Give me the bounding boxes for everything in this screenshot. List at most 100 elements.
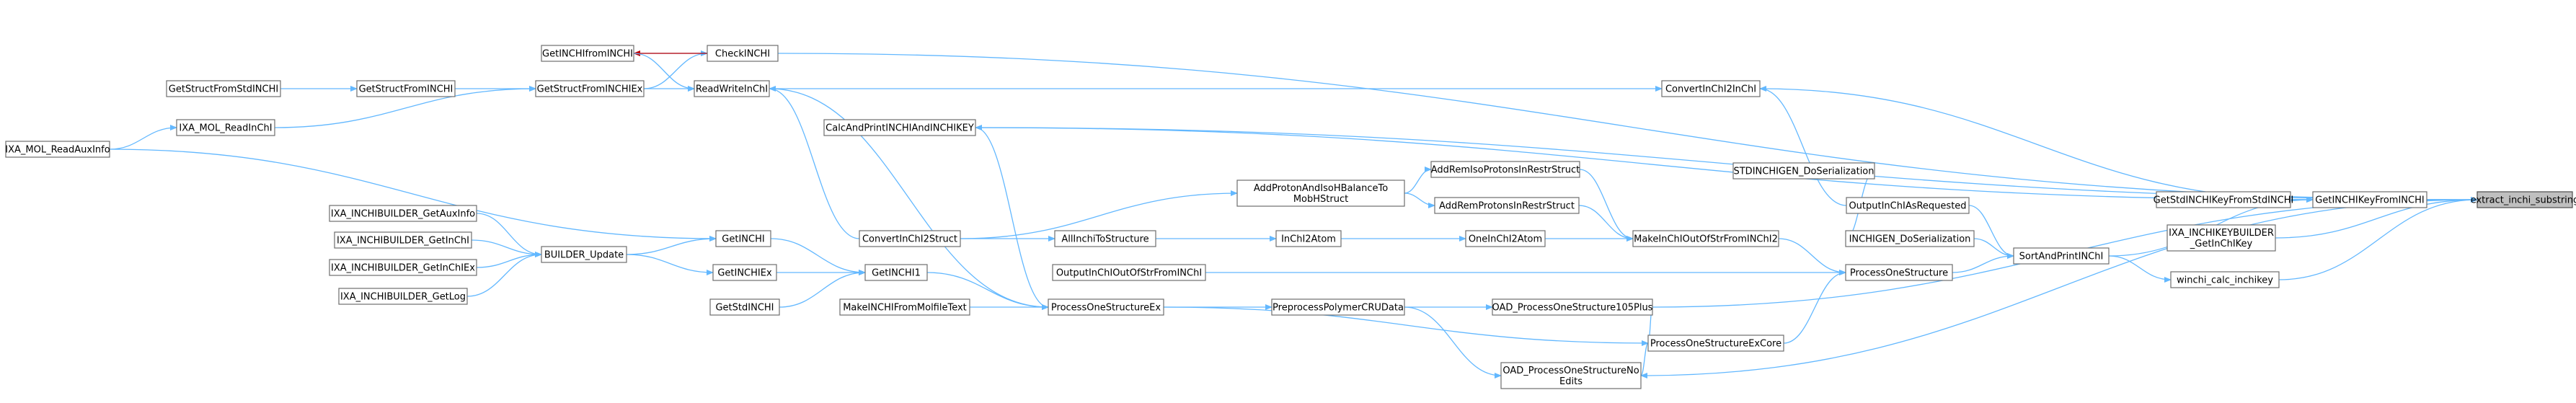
- node-box: [694, 80, 770, 97]
- node-process-one-structure-ex[interactable]: ProcessOneStructureEx: [1048, 298, 1164, 316]
- node-process-one-structure[interactable]: ProcessOneStructure: [1845, 264, 1953, 281]
- node-label: MakeINCHIFromMolfileText: [843, 303, 967, 314]
- node-ixa-inchibuilder-get-aux-info[interactable]: IXA_INCHIBUILDER_GetAuxInfo: [329, 205, 477, 222]
- node-label: AllInchiToStructure: [1061, 234, 1148, 245]
- node-all-inchi-to-structure[interactable]: AllInchiToStructure: [1054, 230, 1156, 247]
- node-oad-process-one-structure105-plus[interactable]: OAD_ProcessOneStructure105Plus: [1492, 298, 1653, 316]
- node-one-in-ch-i2-atom[interactable]: OneInChI2Atom: [1465, 230, 1546, 247]
- node-box: [2170, 271, 2280, 288]
- node-label: AddRemIsoProtonsInRestrStruct: [1431, 165, 1580, 176]
- node-in-ch-i2-atom[interactable]: InChI2Atom: [1275, 230, 1342, 247]
- node-convert-in-ch-i2-struct[interactable]: ConvertInChI2Struct: [859, 230, 961, 247]
- node-box: [1271, 298, 1405, 316]
- edge-convert-in-ch-i2-in-ch-i-to-get-inchikey-from-inchi: [1759, 88, 2314, 203]
- node-box: [1845, 230, 1975, 247]
- edge-get-inchifrom-inchi-to-read-write-in-ch-i: [633, 53, 695, 92]
- edge-convert-in-ch-i2-struct-to-read-write-in-ch-i: [769, 86, 860, 239]
- edge-add-rem-protons-in-restr-struct-to-make-in-ch-iout-of-str-from-inch-i2: [1578, 205, 1634, 242]
- node-label: GetStdINCHIKeyFromStdINCHI: [2154, 195, 2294, 206]
- node-check-inchi[interactable]: CheckINCHI: [707, 45, 779, 62]
- node-box: [1430, 161, 1580, 178]
- node-box: [1434, 197, 1580, 214]
- node-label: GetINCHIfromINCHI: [542, 49, 633, 60]
- edge-add-proton-and-iso-hbalance-to-mob-hstruct-to-add-rem-iso-protons-in-restr-struct: [1404, 167, 1432, 194]
- node-label: CheckINCHI: [715, 49, 770, 60]
- node-get-inchi1[interactable]: GetINCHI1: [864, 264, 928, 281]
- node-label: winchi_calc_inchikey: [2177, 275, 2273, 286]
- node-process-one-structure-ex-core[interactable]: ProcessOneStructureExCore: [1647, 335, 1784, 352]
- node-builder-update[interactable]: BUILDER_Update: [541, 246, 627, 263]
- node-inchigen-do-serialization[interactable]: INCHIGEN_DoSerialization: [1845, 230, 1975, 247]
- node-box: [334, 231, 472, 249]
- node-box: [1492, 298, 1653, 316]
- node-label: IXA_INCHIBUILDER_GetAuxInfo: [331, 209, 475, 220]
- node-label: ProcessOneStructure: [1850, 268, 1948, 279]
- node-make-inchifrom-molfile-text[interactable]: MakeINCHIFromMolfileText: [839, 298, 970, 316]
- node-box: [1846, 197, 1970, 214]
- node-box: [1632, 230, 1779, 247]
- node-get-struct-from-inchiex[interactable]: GetStructFromINCHIEx: [535, 80, 645, 97]
- node-layer: extract_inchi_substringCheckINCHIGetINCH…: [5, 45, 2576, 389]
- edge-get-struct-from-inchiex-to-check-inchi: [643, 50, 708, 89]
- edge-get-inchi-to-get-inchi1: [770, 238, 866, 275]
- node-get-std-inchikey-from-std-inchi[interactable]: GetStdINCHIKeyFromStdINCHI: [2154, 191, 2294, 208]
- edge-read-write-in-ch-i-to-process-one-structure-ex: [769, 88, 1049, 310]
- edge-process-one-structure-to-sort-and-print-inch-i: [1952, 253, 2014, 273]
- node-sort-and-print-inch-i[interactable]: SortAndPrintINChI: [2013, 247, 2110, 265]
- node-make-in-ch-iout-of-str-from-inch-i2[interactable]: MakeInChIOutOfStrFromINChI2: [1632, 230, 1779, 247]
- edge-ixa-inchibuilder-get-in-ch-i-to-builder-update: [471, 239, 542, 257]
- node-ixa-inchibuilder-get-log[interactable]: IXA_INCHIBUILDER_GetLog: [338, 288, 468, 305]
- node-get-inchiex[interactable]: GetINCHIEx: [712, 264, 777, 281]
- node-label: ProcessOneStructureExCore: [1650, 339, 1781, 350]
- node-box: [2166, 224, 2276, 252]
- node-preprocess-polymer-crudata[interactable]: PreprocessPolymerCRUData: [1271, 298, 1405, 316]
- node-label: INCHIGEN_DoSerialization: [1849, 234, 1971, 245]
- node-box: [1054, 230, 1156, 247]
- node-get-std-inchi[interactable]: GetStdINCHI: [709, 298, 780, 316]
- node-winchi-calc-inchikey[interactable]: winchi_calc_inchikey: [2170, 271, 2280, 288]
- node-get-inchikey-from-inchi[interactable]: GetINCHIKeyFromINCHI: [2312, 191, 2427, 208]
- edge-process-one-structure-ex-core-to-oad-process-one-structure-no-edits: [1640, 342, 1649, 378]
- node-label: IXA_INCHIBUILDER_GetInChIEx: [331, 263, 475, 274]
- node-box: [712, 264, 777, 281]
- node-label: IXA_INCHIBUILDER_GetLog: [340, 292, 466, 303]
- node-read-write-in-ch-i[interactable]: ReadWriteInChI: [694, 80, 770, 97]
- node-add-rem-iso-protons-in-restr-struct[interactable]: AddRemIsoProtonsInRestrStruct: [1430, 161, 1580, 178]
- edge-add-rem-iso-protons-in-restr-struct-to-make-in-ch-iout-of-str-from-inch-i2: [1579, 169, 1634, 242]
- node-get-struct-from-inchi[interactable]: GetStructFromINCHI: [356, 80, 456, 97]
- edge-builder-update-to-get-inchiex: [626, 254, 714, 275]
- node-box: [166, 80, 281, 97]
- node-output-in-ch-iout-of-str-from-inch-i[interactable]: OutputInChIOutOfStrFromINChI: [1052, 264, 1206, 281]
- node-label: STDINCHIGEN_DoSerialization: [1733, 167, 1874, 177]
- node-ixa-inchibuilder-get-in-ch-i[interactable]: IXA_INCHIBUILDER_GetInChI: [334, 231, 472, 249]
- node-label: OutputInChIOutOfStrFromINChI: [1056, 268, 1202, 279]
- edge-ixa-mol-read-aux-info-to-ixa-mol-read-in-ch-i: [109, 125, 177, 150]
- node-label: GetStructFromStdINCHI: [169, 84, 278, 95]
- edge-ixa-inchikeybuilder-get-in-ch-ikey-to-extract-inchi-substring: [2275, 197, 2478, 239]
- node-box: [823, 119, 976, 136]
- node-get-inchi[interactable]: GetINCHI: [715, 230, 771, 247]
- node-label: GetINCHIEx: [717, 268, 772, 279]
- node-add-rem-protons-in-restr-struct[interactable]: AddRemProtonsInRestrStruct: [1434, 197, 1580, 214]
- node-box: [1052, 264, 1206, 281]
- node-box: [541, 246, 627, 263]
- node-label: GetINCHIKeyFromINCHI: [2315, 195, 2424, 206]
- edge-winchi-calc-inchikey-to-extract-inchi-substring: [2278, 197, 2478, 280]
- node-output-in-ch-ias-requested[interactable]: OutputInChIAsRequested: [1846, 197, 1970, 214]
- node-calc-and-print-inchiand-inchikey[interactable]: CalcAndPrintINCHIAndINCHIKEY: [823, 119, 976, 136]
- node-get-inchifrom-inchi[interactable]: GetINCHIfromINCHI: [541, 45, 634, 62]
- node-get-struct-from-std-inchi[interactable]: GetStructFromStdINCHI: [166, 80, 281, 97]
- node-ixa-inchikeybuilder-get-in-ch-ikey[interactable]: IXA_INCHIKEYBUILDER_GetInChIKey: [2166, 224, 2276, 252]
- node-convert-in-ch-i2-in-ch-i[interactable]: ConvertInChI2InChI: [1661, 80, 1761, 97]
- node-box: [329, 259, 477, 276]
- node-ixa-mol-read-in-ch-i[interactable]: IXA_MOL_ReadInChI: [176, 119, 275, 136]
- node-stdinchigen-do-serialization[interactable]: STDINCHIGEN_DoSerialization: [1732, 162, 1875, 180]
- edge-ixa-mol-read-aux-info-to-get-inchi: [109, 149, 717, 242]
- node-ixa-inchibuilder-get-in-ch-iex[interactable]: IXA_INCHIBUILDER_GetInChIEx: [329, 259, 477, 276]
- node-ixa-mol-read-aux-info[interactable]: IXA_MOL_ReadAuxInfo: [5, 141, 110, 158]
- edge-calc-and-print-inchiand-inchikey-to-extract-inchi-substring: [975, 127, 2478, 203]
- node-box: [859, 230, 961, 247]
- node-box: [1465, 230, 1546, 247]
